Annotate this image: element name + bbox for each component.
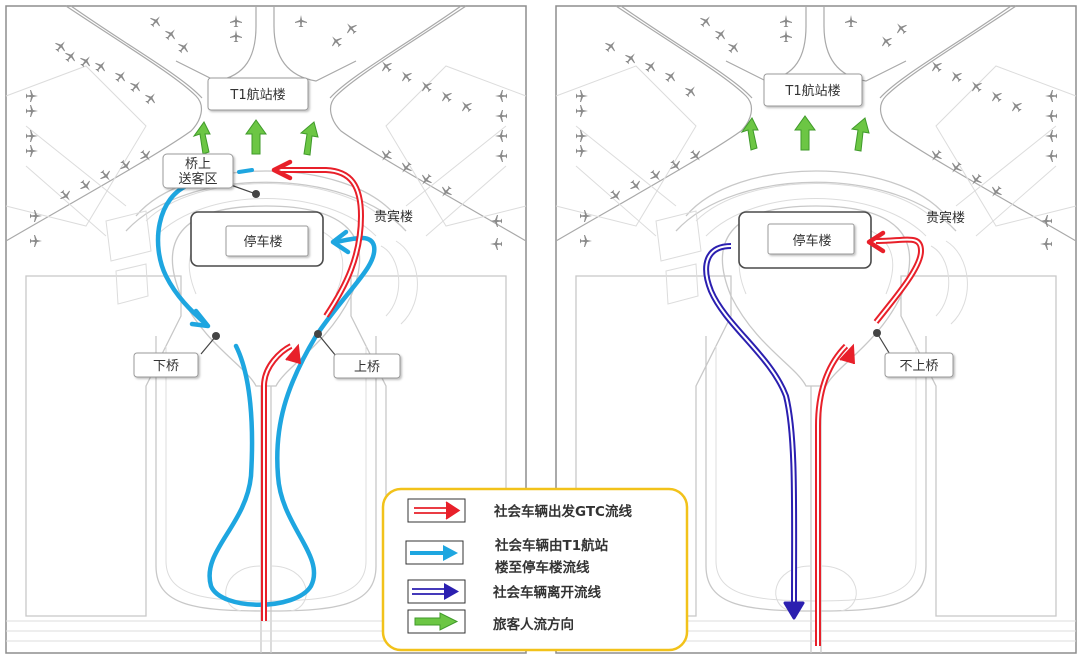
green-arrow-icon [414, 612, 459, 631]
green-passenger-arrows [192, 119, 319, 156]
svg-text:上桥: 上桥 [354, 360, 380, 375]
vip-building-label: 贵宾楼 [926, 210, 965, 226]
callout-ramp-up: 上桥 [314, 330, 401, 379]
svg-text:社会车辆离开流线: 社会车辆离开流线 [492, 584, 601, 601]
vip-building-label: 贵宾楼 [374, 209, 413, 225]
svg-text:社会车辆出发GTC流线: 社会车辆出发GTC流线 [493, 503, 632, 520]
svg-text:T1航站楼: T1航站楼 [784, 83, 840, 99]
callout-no-ramp: 不上桥 [873, 329, 954, 378]
svg-text:停车楼: 停车楼 [243, 234, 282, 250]
svg-text:T1航站楼: T1航站楼 [229, 87, 285, 103]
svg-text:桥上: 桥上 [185, 157, 211, 172]
legend-item-cyan: 社会车辆由T1航站 楼至停车楼流线 [405, 537, 609, 576]
green-passenger-arrows [740, 115, 870, 152]
blue-double-arrow-icon [412, 588, 448, 595]
legend: 社会车辆出发GTC流线 社会车辆由T1航站 楼至停车楼流线 社会车辆离开流线 旅… [381, 487, 689, 652]
callout-dropoff-bridge: 桥上 送客区 [162, 153, 260, 198]
svg-text:社会车辆由T1航站: 社会车辆由T1航站 [494, 537, 609, 554]
blue-flow-leave [703, 243, 805, 620]
parking-building: 停车楼 [190, 211, 324, 267]
parking-building: 停车楼 [738, 211, 872, 269]
left-panel: T1航站楼 停车楼 贵宾楼 [5, 5, 527, 654]
legend-item-blue: 社会车辆离开流线 [407, 579, 601, 604]
callout-ramp-down: 下桥 [133, 332, 220, 378]
svg-text:不上桥: 不上桥 [899, 359, 938, 374]
svg-text:楼至停车楼流线: 楼至停车楼流线 [495, 559, 590, 576]
legend-item-green: 旅客人流方向 [407, 609, 574, 634]
svg-text:停车楼: 停车楼 [792, 233, 831, 249]
red-double-arrow-icon [414, 507, 452, 514]
right-panel: T1航站楼 停车楼 贵宾楼 [555, 5, 1077, 654]
red-flow-gtc-departure [815, 230, 925, 646]
svg-text:送客区: 送客区 [178, 171, 217, 187]
terminal-label: T1航站楼 [763, 73, 863, 107]
red-flow-gtc-departure [261, 159, 365, 621]
terminal-label: T1航站楼 [207, 77, 309, 111]
cyan-flow-t1-to-parking [155, 168, 377, 607]
svg-text:旅客人流方向: 旅客人流方向 [493, 616, 574, 633]
svg-text:下桥: 下桥 [153, 359, 179, 374]
legend-item-red: 社会车辆出发GTC流线 [407, 498, 632, 523]
